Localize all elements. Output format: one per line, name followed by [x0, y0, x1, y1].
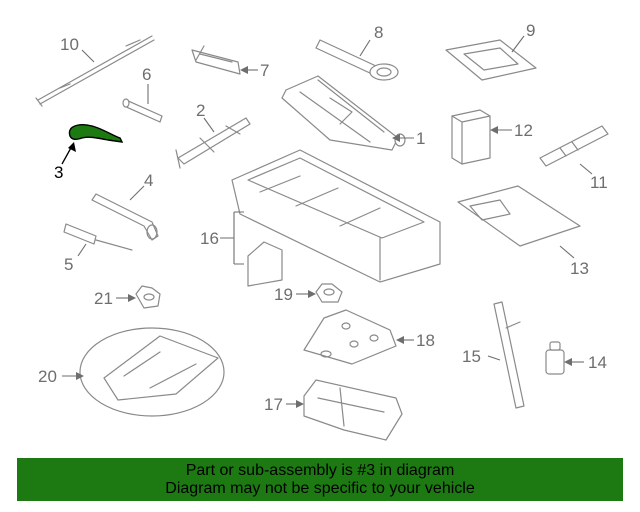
leader-9 [511, 35, 525, 53]
leader-13 [559, 245, 575, 259]
callout-6: 6 [142, 65, 151, 84]
part-info-banner: Part or sub-assembly is #3 in diagram Di… [17, 458, 623, 501]
callout-21: 21 [94, 289, 113, 308]
part-10-rod [35, 35, 155, 107]
callout-2: 2 [196, 101, 205, 120]
leader-15 [487, 355, 501, 361]
part-8-jack-handle [315, 39, 399, 81]
part-6-pin [122, 98, 163, 123]
callout-12: 12 [514, 121, 533, 140]
part-1-jack [281, 75, 406, 151]
callout-7: 7 [260, 61, 269, 80]
leader-10 [81, 49, 95, 63]
part-20-foam [79, 327, 225, 417]
part-11-cylinder [539, 125, 609, 167]
part-21-nut [135, 285, 161, 309]
callout-4: 4 [144, 171, 153, 190]
leader-8 [359, 39, 371, 57]
part-19-nut [315, 283, 343, 303]
callout-1: 1 [416, 129, 425, 148]
part-5-screwdriver [63, 223, 133, 251]
callout-5: 5 [64, 255, 73, 274]
callout-8: 8 [374, 23, 383, 42]
callout-16: 16 [200, 229, 219, 248]
leader-4 [129, 185, 145, 201]
callout-17: 17 [264, 395, 283, 414]
part-13-mat [457, 185, 581, 247]
callout-3: 3 [54, 163, 63, 182]
leader-11 [579, 163, 593, 175]
callout-14: 14 [588, 353, 607, 372]
callout-11: 11 [590, 173, 608, 192]
leader-5 [77, 243, 87, 257]
parts-diagram: 10 6 7 8 9 2 1 [35, 21, 609, 441]
callout-15: 15 [462, 347, 481, 366]
banner-line-2: Diagram may not be specific to your vehi… [165, 479, 475, 497]
callout-10: 10 [60, 35, 79, 54]
part-4-lug-wrench [91, 193, 159, 241]
banner-line-1: Part or sub-assembly is #3 in diagram [185, 461, 455, 479]
leader-2 [203, 117, 215, 133]
part-9-pad [445, 39, 537, 81]
callout-19: 19 [274, 285, 293, 304]
part-12-box [451, 109, 491, 165]
callout-20: 20 [38, 367, 57, 386]
part-2-bracket [175, 117, 251, 169]
part-18-plate [303, 309, 397, 365]
arrow-3 [68, 142, 76, 152]
part-7-strap [191, 45, 241, 75]
callout-9: 9 [526, 21, 535, 40]
part-17-tray [303, 379, 403, 441]
part-14-bottle [545, 341, 565, 375]
callout-13: 13 [570, 259, 589, 278]
callout-18: 18 [416, 331, 435, 350]
part-3-hook [68, 124, 124, 143]
part-16-tray [231, 149, 441, 287]
part-15-bar [493, 301, 525, 409]
leader-16 [220, 211, 244, 265]
